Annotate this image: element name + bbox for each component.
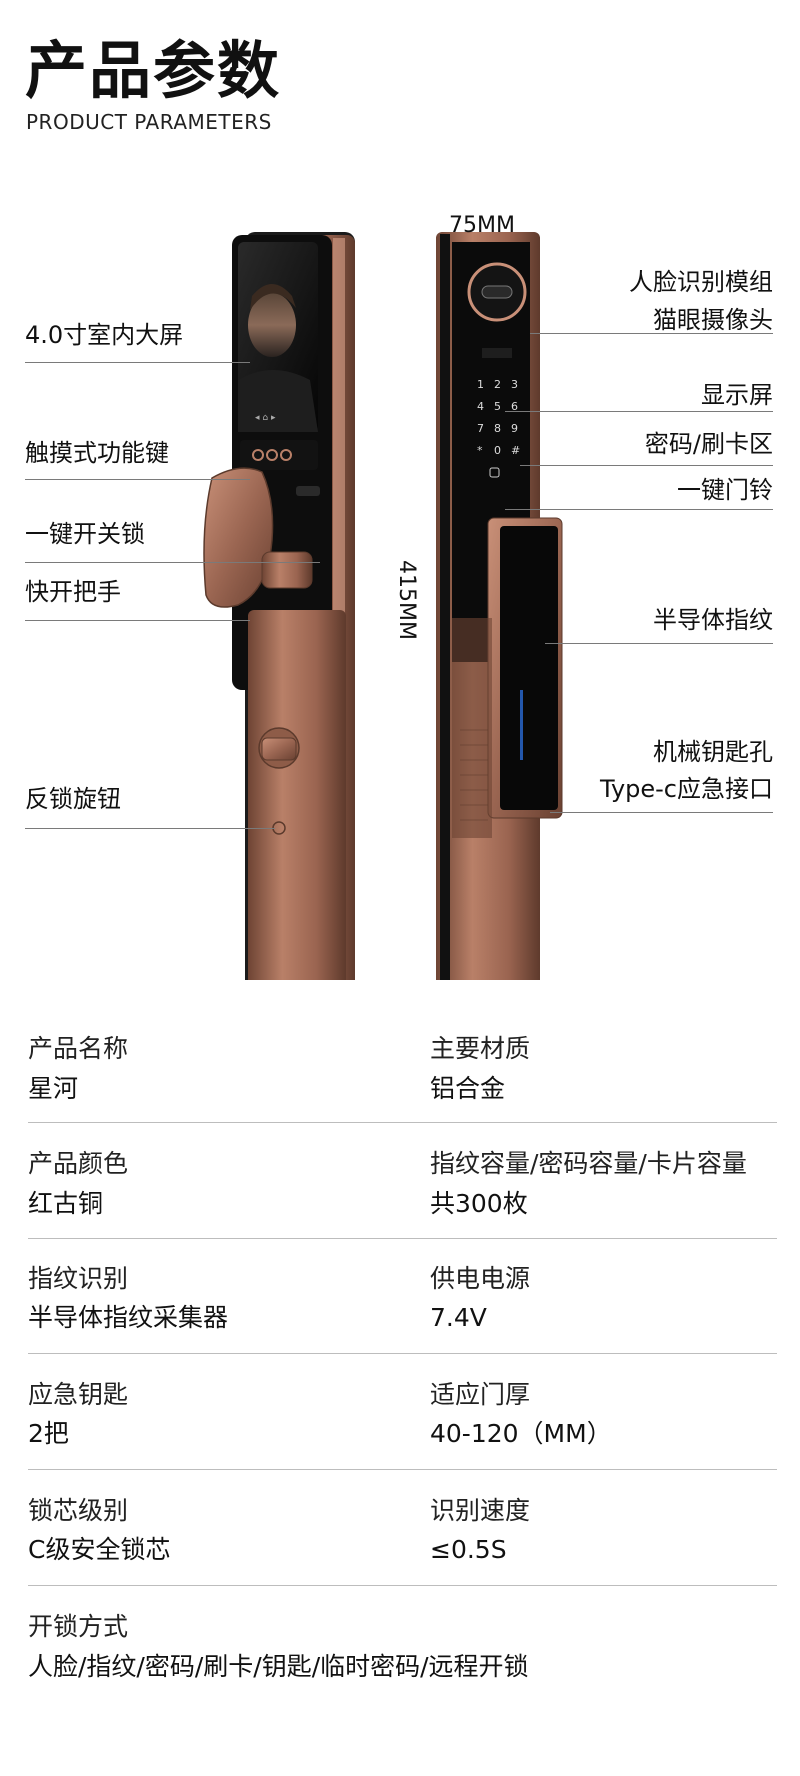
keypad-key: 2 bbox=[494, 378, 501, 391]
keypad-key: 9 bbox=[511, 422, 518, 435]
outdoor-lock: 1 2 3 4 5 6 7 8 9 * 0 # bbox=[436, 232, 563, 980]
label-key-hole: 机械钥匙孔 bbox=[653, 738, 773, 766]
leader-line bbox=[530, 333, 773, 334]
leader-line bbox=[25, 828, 275, 829]
spec-key: 产品名称 bbox=[28, 1034, 129, 1063]
spec-divider bbox=[28, 1238, 777, 1239]
spec-key: 主要材质 bbox=[430, 1034, 531, 1063]
spec-divider bbox=[28, 1585, 777, 1586]
label-face-module: 人脸识别模组 bbox=[629, 268, 773, 296]
leader-line bbox=[25, 362, 250, 363]
svg-text:◂ ⌂ ▸: ◂ ⌂ ▸ bbox=[255, 413, 276, 423]
keypad-key: 1 bbox=[477, 378, 484, 391]
spec-key: 产品颜色 bbox=[28, 1149, 129, 1178]
label-one-key-lock: 一键开关锁 bbox=[25, 520, 145, 548]
leader-line bbox=[25, 620, 250, 621]
label-display: 显示屏 bbox=[701, 381, 773, 409]
spec-value: 铝合金 bbox=[430, 1074, 506, 1103]
spec-key: 锁芯级别 bbox=[28, 1496, 129, 1525]
touch-key-icon bbox=[280, 449, 292, 461]
spec-value: 人脸/指纹/密码/刷卡/钥匙/临时密码/远程开锁 bbox=[28, 1652, 529, 1681]
spec-key: 供电电源 bbox=[430, 1264, 531, 1293]
one-key-switch bbox=[296, 486, 320, 496]
keypad-key: 5 bbox=[494, 400, 501, 413]
spec-value: 共300枚 bbox=[430, 1189, 528, 1218]
spec-divider bbox=[28, 1469, 777, 1470]
spec-value: 40-120（MM） bbox=[430, 1419, 612, 1448]
keypad-key: 3 bbox=[511, 378, 518, 391]
leader-line bbox=[550, 812, 773, 813]
spec-key: 开锁方式 bbox=[28, 1612, 129, 1641]
doorbell-icon bbox=[489, 467, 500, 478]
label-thumb-turn: 反锁旋钮 bbox=[25, 785, 121, 813]
spec-key: 指纹识别 bbox=[28, 1264, 129, 1293]
product-illustration: ◂ ⌂ ▸ 1 2 3 4 5 6 7 bbox=[203, 232, 563, 980]
label-handle: 快开把手 bbox=[25, 578, 121, 606]
spec-value: C级安全锁芯 bbox=[28, 1535, 171, 1564]
spec-value: 红古铜 bbox=[28, 1189, 104, 1218]
spec-value: ≤0.5S bbox=[430, 1535, 507, 1564]
page-subtitle: PRODUCT PARAMETERS bbox=[26, 110, 272, 134]
indoor-lock: ◂ ⌂ ▸ bbox=[203, 232, 355, 980]
keypad: 1 2 3 4 5 6 7 8 9 * 0 # bbox=[477, 378, 520, 457]
face-image bbox=[248, 293, 296, 357]
label-peephole-camera: 猫眼摄像头 bbox=[653, 306, 773, 334]
label-typec: Type-c应急接口 bbox=[600, 775, 773, 803]
spec-value: 星河 bbox=[28, 1074, 79, 1103]
spec-key: 识别速度 bbox=[430, 1496, 531, 1525]
keypad-key: 4 bbox=[477, 400, 484, 413]
label-fingerprint: 半导体指纹 bbox=[653, 606, 773, 634]
spec-divider bbox=[28, 1122, 777, 1123]
spec-value: 7.4V bbox=[430, 1303, 487, 1332]
spec-value: 2把 bbox=[28, 1419, 69, 1448]
label-doorbell: 一键门铃 bbox=[677, 476, 773, 504]
spec-key: 指纹容量/密码容量/卡片容量 bbox=[430, 1149, 747, 1178]
touch-key-icon bbox=[252, 449, 264, 461]
touch-key-icon bbox=[266, 449, 278, 461]
usb-indicator bbox=[520, 690, 523, 760]
camera-lens bbox=[481, 285, 513, 299]
label-keypad-card: 密码/刷卡区 bbox=[644, 430, 773, 458]
keypad-key: 7 bbox=[477, 422, 484, 435]
label-indoor-screen: 4.0寸室内大屏 bbox=[25, 321, 184, 349]
leader-line bbox=[505, 509, 773, 510]
leader-line bbox=[545, 643, 773, 644]
keypad-key: * bbox=[477, 444, 483, 457]
label-touch-keys: 触摸式功能键 bbox=[25, 439, 169, 467]
spec-key: 适应门厚 bbox=[430, 1380, 531, 1409]
leader-line bbox=[520, 465, 773, 466]
leader-line bbox=[505, 411, 773, 412]
keypad-key: 6 bbox=[511, 400, 518, 413]
leader-line bbox=[25, 479, 250, 480]
height-dimension: 415MM bbox=[394, 560, 419, 640]
width-dimension: 75MM bbox=[449, 213, 515, 238]
keypad-key: # bbox=[511, 444, 520, 457]
spec-value: 半导体指纹采集器 bbox=[28, 1303, 229, 1332]
spec-divider bbox=[28, 1353, 777, 1354]
page-title: 产品参数 bbox=[25, 34, 282, 107]
outdoor-display bbox=[482, 348, 512, 358]
leader-line bbox=[25, 562, 320, 563]
keypad-key: 0 bbox=[494, 444, 501, 457]
spec-key: 应急钥匙 bbox=[28, 1380, 129, 1409]
keypad-key: 8 bbox=[494, 422, 501, 435]
